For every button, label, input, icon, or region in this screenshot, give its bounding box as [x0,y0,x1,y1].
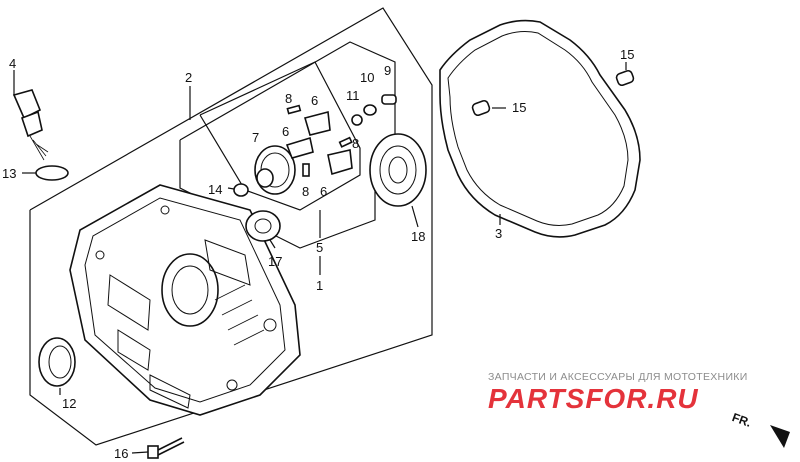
bearing-17 [245,210,281,242]
callout-1: 1 [316,278,323,293]
watermark-tagline: ЗАПЧАСТИ И АКСЕССУАРЫ ДЛЯ МОТОТЕХНИКИ [488,371,748,383]
washer-14 [233,183,249,197]
dowel-pin-15a [615,69,635,87]
callout-9: 9 [384,63,391,78]
crankcase-cover [69,184,301,416]
callout-5: 5 [316,240,323,255]
pin-8a [286,104,302,115]
callout-6a: 6 [311,93,318,108]
callout-6c: 6 [320,184,327,199]
callout-18: 18 [411,229,425,244]
governor-weight-6a [303,110,331,136]
callout-15b: 15 [512,100,526,115]
clip-11 [351,114,363,126]
callout-10: 10 [360,70,374,85]
callout-8b: 8 [352,136,359,151]
callout-7: 7 [252,130,259,145]
callout-16: 16 [114,446,128,461]
oil-filler-cap [12,89,49,161]
callout-13: 13 [2,166,16,181]
callout-12: 12 [62,396,76,411]
flange-bolt-16 [147,437,185,459]
pin-9 [381,94,397,105]
washer-10 [363,104,377,116]
callout-8a: 8 [285,91,292,106]
oil-seal-12 [38,337,76,387]
callout-11: 11 [346,88,360,103]
watermark-logo: PARTSFOR.RU [488,383,699,414]
governor-gear-7 [254,145,296,195]
callout-14: 14 [208,182,222,197]
assembly-outline-2 [29,7,433,446]
callout-15a: 15 [620,47,634,62]
pin-8b [338,136,353,148]
bearing-18 [369,133,427,207]
callout-8c: 8 [302,184,309,199]
callout-2: 2 [185,70,192,85]
gasket-3 [439,19,641,238]
o-ring-13 [35,165,69,181]
pin-8c [302,163,310,177]
governor-weight-6c [327,149,353,176]
governor-weight-6b [285,136,314,159]
front-direction-arrow-icon [770,425,790,448]
callout-17: 17 [268,254,282,269]
callout-3: 3 [495,226,502,241]
callout-4: 4 [9,56,16,71]
dowel-pin-15b [471,99,491,117]
callout-6b: 6 [282,124,289,139]
